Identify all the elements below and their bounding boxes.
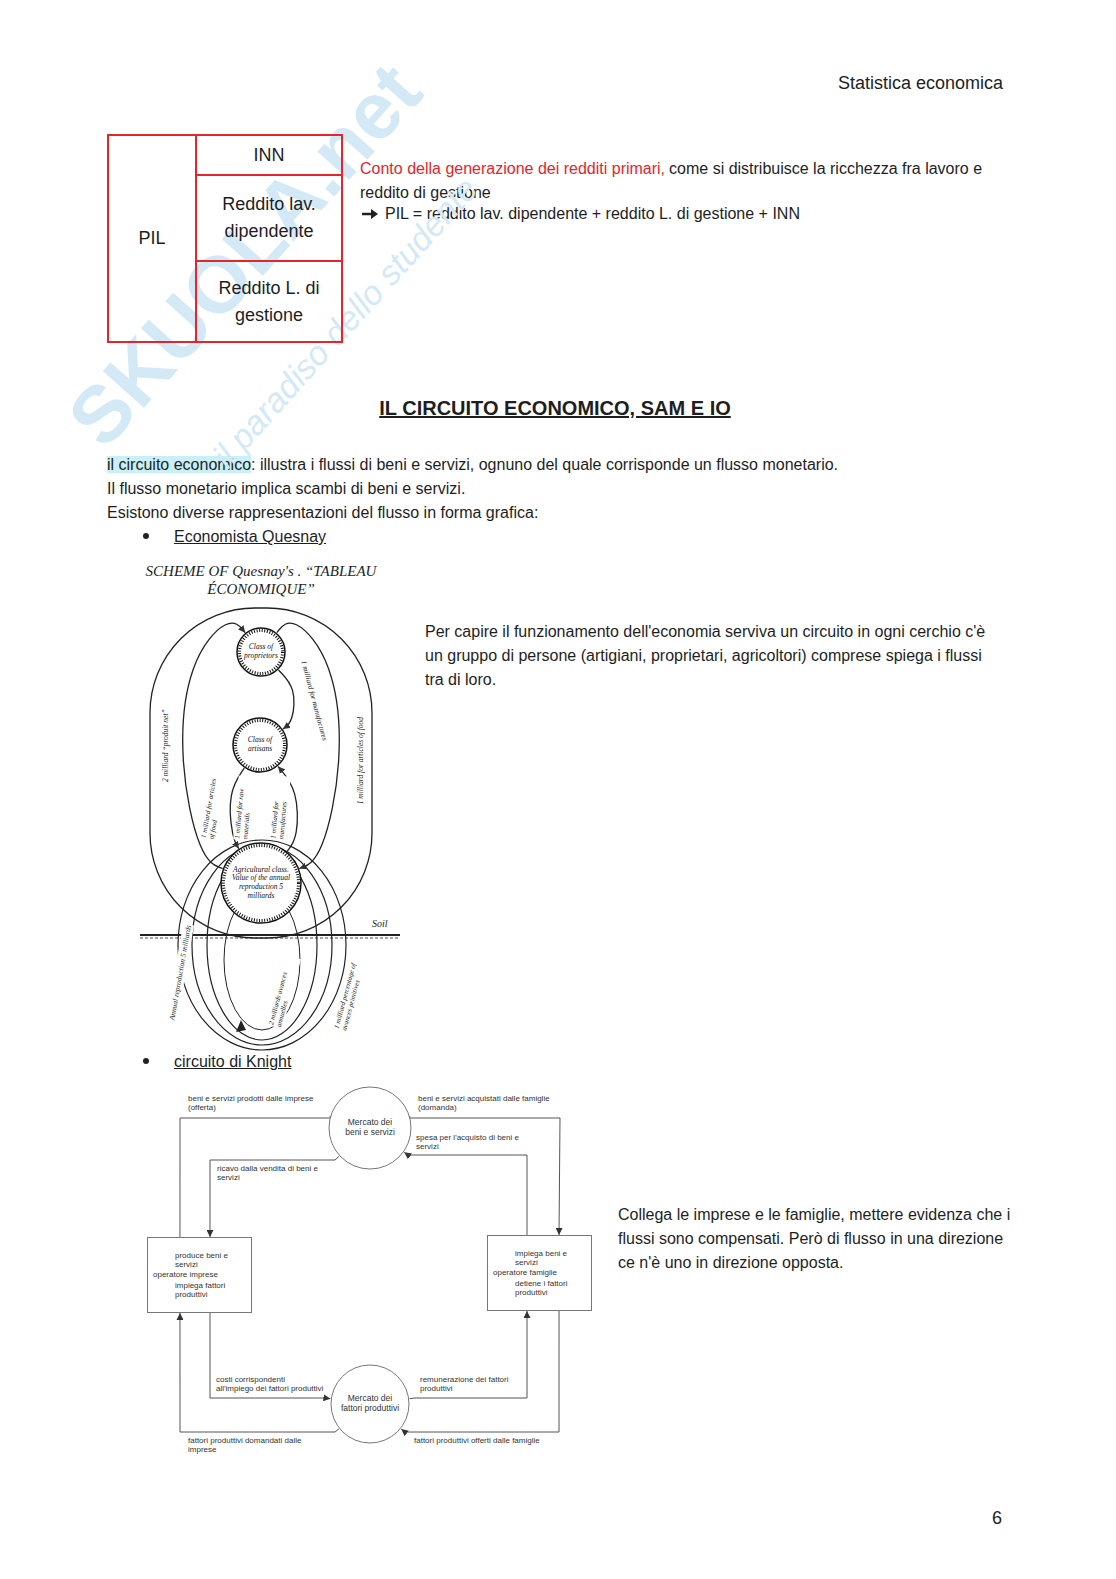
node-body: PIL [138, 225, 165, 252]
node-text: operatore imprese [153, 1270, 246, 1279]
market-circle: Mercato dei beni e servizi [328, 1086, 412, 1170]
circle-outline [221, 843, 301, 923]
flow-label: 1 milliard for articles of food [200, 775, 227, 841]
flow-arrow [180, 1313, 339, 1432]
page-number: 6 [992, 1505, 1002, 1532]
circle-outline [331, 1365, 409, 1443]
running-header: Statistica economica [803, 70, 1003, 97]
node-body: produce beni e servizioperatore imprese i… [153, 1250, 246, 1300]
flow-arc [278, 670, 294, 729]
soil-label: Soil [372, 916, 388, 931]
node-text: operatore famiglie [493, 1268, 586, 1277]
node-body: Mercato dei fattori produttivi [340, 1394, 400, 1414]
hatched-ring [224, 846, 299, 921]
body-text: Il flusso monetario implica scambi di be… [107, 477, 465, 501]
flow-label: fattori produttivi offerti dalle famigli… [412, 1436, 556, 1445]
table-cell: INN [195, 134, 343, 176]
node-body: Reddito L. di gestione [203, 275, 335, 329]
node-text: Mercato dei beni e servizi [339, 1118, 401, 1138]
body-text: : illustra i flussi di beni e servizi, o… [251, 456, 838, 473]
figure-title: SCHEME OF Quesnay's . “TABLEAU ÉCONOMIQU… [141, 562, 381, 598]
market-circle: Mercato dei fattori produttivi [330, 1364, 410, 1444]
arrow-symbol [236, 1020, 246, 1032]
circuit-loop [150, 608, 372, 938]
flow-arrow [404, 1152, 527, 1235]
node-body: Class of artisans [242, 736, 278, 753]
flow-arrow [401, 1311, 559, 1432]
circle-outline [233, 718, 287, 772]
node-text: Class of proprietors [241, 643, 281, 660]
flow-arrow [405, 1116, 560, 1235]
node-text: impiega beni e servizi [493, 1249, 586, 1267]
circle-outline [237, 628, 285, 676]
node-body: Class of proprietors [241, 643, 281, 660]
node-text: Class of artisans [242, 736, 278, 753]
flow-arrow [210, 1156, 339, 1237]
class-circle: Agricultural class. Value of the annual … [220, 842, 302, 924]
body-text: Per capire il funzionamento dell'economi… [425, 620, 990, 692]
flow-label: beni e servizi prodotti dalle imprese (o… [186, 1094, 328, 1112]
bullet-item: circuito di Knight [174, 1050, 291, 1074]
section-title: IL CIRCUITO ECONOMICO, SAM E IO [0, 397, 1110, 420]
flow-label: fattori produttivi domandati dalle impre… [186, 1436, 330, 1454]
flow-label: beni e servizi acquistati dalle famiglie… [416, 1094, 558, 1112]
flow-label: 1 milliard for manufactures [269, 775, 291, 840]
flow-label: spesa per l'acquisto di beni e servizi [414, 1133, 526, 1151]
flow-label: costi corrispondenti all'impiego dei fat… [214, 1375, 326, 1393]
node-body: Reddito lav. dipendente [203, 191, 335, 245]
body-text: Collega le imprese e le famiglie, metter… [618, 1203, 1023, 1275]
hatched-ring [236, 721, 285, 770]
soil-line [140, 938, 400, 939]
arrow-symbol [371, 209, 378, 219]
flow-arrow [180, 1116, 335, 1237]
bullet-dot [143, 1058, 149, 1064]
node-text: impiega fattori produttivi [153, 1281, 246, 1299]
flow-arrow [410, 1311, 527, 1399]
flow-label: remunerazione dei fattori produttivi [418, 1375, 526, 1393]
flow-label: 1 milliard for raw materials [233, 775, 255, 840]
class-circle: Class of artisans [232, 717, 288, 773]
operator-box: impiega beni e servizioperatore famiglie… [487, 1235, 592, 1311]
hatched-ring [240, 631, 283, 674]
table-cell: Reddito L. di gestione [195, 260, 343, 343]
node-text: INN [254, 142, 285, 169]
flow-label: 1 milliard percentage of avances primiti… [332, 940, 371, 1033]
node-text: Mercato dei fattori produttivi [340, 1394, 400, 1414]
circle-outline [329, 1087, 411, 1169]
flow-label: ricavo dalla vendita di beni e servizi [215, 1164, 329, 1182]
circuit-loop [178, 840, 346, 1050]
node-body: impiega beni e servizioperatore famiglie… [493, 1248, 586, 1298]
body-text: Esistono diverse rappresentazioni del fl… [107, 501, 538, 525]
bullet-dot [143, 533, 149, 539]
node-text: PIL [138, 225, 165, 252]
flow-label: 1 milliard for articles of food [355, 715, 366, 804]
node-body: Agricultural class. Value of the annual … [231, 866, 291, 901]
flow-arrow [210, 1313, 330, 1399]
node-text: Reddito L. di gestione [203, 275, 335, 329]
bullet-item: Economista Quesnay [174, 525, 326, 549]
node-text: detiene i fattori produttivi [493, 1279, 586, 1297]
table-cell: Reddito lav. dipendente [195, 174, 343, 262]
node-text: Agricultural class. Value of the annual … [231, 866, 291, 901]
operator-box: produce beni e servizioperatore imprese i… [147, 1237, 252, 1313]
flow-label: Annual reproduction 5 milliards [166, 923, 194, 1022]
circuit-loop [192, 845, 332, 1045]
node-body: Mercato dei beni e servizi [339, 1118, 401, 1138]
node-text: produce beni e servizi [153, 1251, 246, 1269]
table-cell: PIL [107, 134, 197, 343]
class-circle: Class of proprietors [236, 627, 286, 677]
flow-label: 2 milliard “produit net” [159, 708, 170, 783]
node-text: Reddito lav. dipendente [203, 191, 335, 245]
flow-label: 1 milliard for manufactures [297, 658, 330, 743]
node-body: INN [254, 142, 285, 169]
